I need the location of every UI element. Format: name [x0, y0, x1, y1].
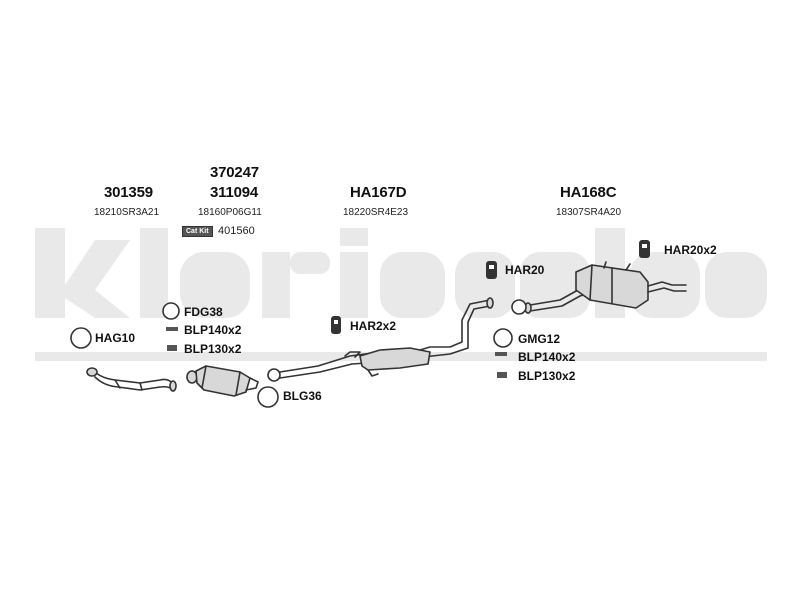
part-number-ha168c: HA168C	[560, 184, 617, 201]
label-har20x2: HAR20x2	[664, 243, 717, 257]
label-blp140-b: BLP140x2	[518, 350, 576, 364]
label-gmg12: GMG12	[518, 332, 561, 346]
label-har2x2: HAR2x2	[350, 319, 397, 333]
cat-kit-badge: Cat Kit	[182, 226, 213, 237]
part-number-370247: 370247	[210, 164, 259, 181]
label-blp130-b: BLP130x2	[518, 369, 576, 383]
rear-flange-ring-icon	[511, 299, 527, 315]
cat-kit-number: 401560	[218, 225, 255, 237]
front-pipe	[86, 367, 177, 392]
catalyst	[186, 365, 259, 397]
label-blp130-a: BLP130x2	[184, 342, 242, 356]
part-number-301359: 301359	[104, 184, 153, 201]
har2-hanger-icon	[331, 316, 341, 334]
centre-pipe-silencer	[279, 297, 494, 379]
label-fdg38: FDG38	[184, 305, 223, 319]
har20x2-hanger-icon	[639, 240, 650, 258]
flange-ring-icon	[267, 368, 281, 382]
oem-number-18307sr4a20: 18307SR4A20	[556, 207, 622, 218]
label-blp140-a: BLP140x2	[184, 323, 242, 337]
part-number-311094: 311094	[210, 184, 259, 201]
oem-number-18210sr3a21: 18210SR3A21	[94, 207, 160, 218]
blg36-gasket-icon	[257, 386, 279, 408]
rear-silencer	[524, 261, 687, 314]
hangers	[331, 240, 650, 334]
label-har20: HAR20	[505, 263, 545, 277]
blp130-nut-icon-a	[167, 345, 177, 351]
har20-hanger-icon	[486, 261, 497, 279]
blp130-nut-icon-b	[497, 372, 507, 378]
label-hag10: HAG10	[95, 331, 136, 345]
fdg38-gasket-icon	[162, 302, 180, 320]
blp140-bolt-icon-b	[495, 352, 507, 356]
oem-number-18160p06g11: 18160P06G11	[198, 207, 262, 218]
hag10-gasket-icon	[70, 327, 92, 349]
part-number-ha167d: HA167D	[350, 184, 407, 201]
oem-number-18220sr4e23: 18220SR4E23	[343, 207, 409, 218]
blp140-bolt-icon-a	[166, 327, 178, 331]
gmg12-gasket-icon	[493, 328, 513, 348]
fixings	[166, 327, 507, 378]
label-blg36: BLG36	[283, 389, 322, 403]
